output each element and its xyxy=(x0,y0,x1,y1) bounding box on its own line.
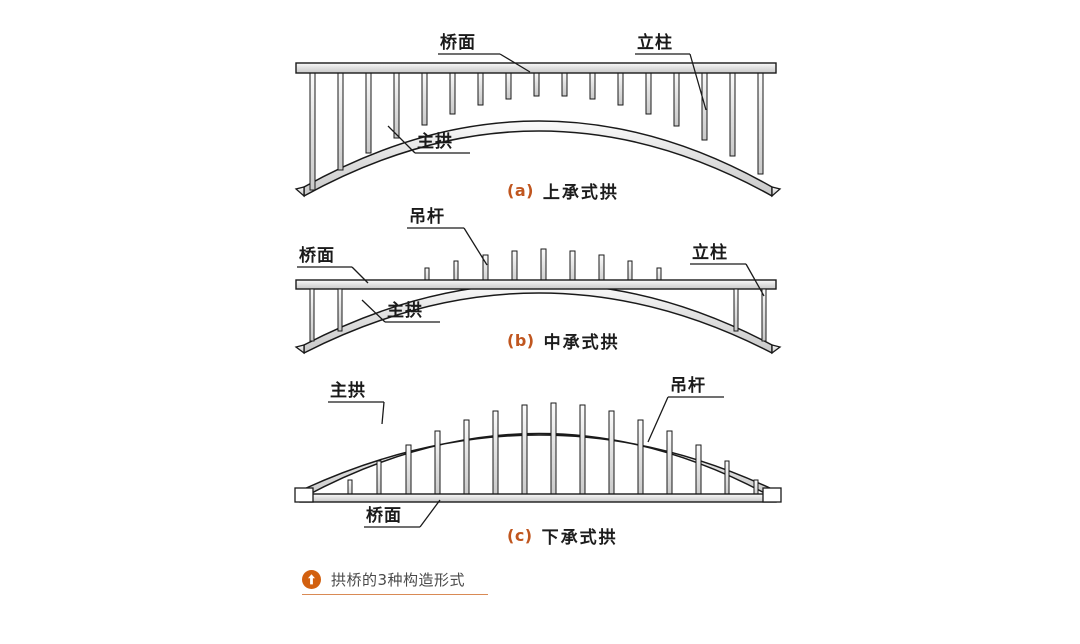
diagram-a-label-main-arch: 主拱 xyxy=(387,125,470,154)
subcaption-c-title: 下承式拱 xyxy=(541,528,618,548)
subcaption-b: (b) 中承式拱 xyxy=(507,328,620,353)
diagram-c-hangers xyxy=(347,402,759,498)
diagram-b-label-column: 立柱 xyxy=(690,242,765,297)
subcaption-b-title: 中承式拱 xyxy=(543,333,620,353)
label-text-deck-c: 桥面 xyxy=(366,506,402,526)
subcaption-c-index: (c) xyxy=(507,526,533,545)
diagram-a-abutments xyxy=(294,186,782,198)
diagram-c-label-main-arch: 主拱 xyxy=(328,380,385,425)
label-text-main-arch-c: 主拱 xyxy=(330,380,366,401)
subcaption-c: (c) 下承式拱 xyxy=(507,523,618,548)
label-text-main-arch-b: 主拱 xyxy=(387,300,423,321)
diagram-a-label-column: 立柱 xyxy=(635,32,707,111)
diagram-c-deck xyxy=(299,493,777,503)
subcaption-b-index: (b) xyxy=(507,331,535,350)
diagram-a-deck-arch: 桥面 立柱 主拱 xyxy=(294,32,782,198)
label-text-column-b: 立柱 xyxy=(692,242,728,263)
label-text-deck-a: 桥面 xyxy=(440,33,476,53)
diagram-c-label-deck: 桥面 xyxy=(364,499,441,528)
label-text-hanger-b: 吊杆 xyxy=(409,207,445,227)
diagram-a-label-deck: 桥面 xyxy=(438,33,531,73)
diagram-c-label-hanger: 吊杆 xyxy=(647,376,724,443)
diagram-b-deck xyxy=(295,279,777,290)
diagram-b-columns xyxy=(309,288,767,342)
diagram-a-deck xyxy=(295,62,777,74)
diagram-b-half-through-arch: 吊杆 桥面 主拱 立柱 xyxy=(294,207,782,355)
circle-up-arrow-icon xyxy=(302,570,321,589)
diagram-c-through-arch: 主拱 吊杆 桥面 xyxy=(294,376,782,528)
subcaption-a-title: 上承式拱 xyxy=(542,183,619,203)
label-text-main-arch-a: 主拱 xyxy=(417,131,453,152)
diagram-c-main-arch xyxy=(303,432,773,498)
diagram-c-springing-blocks xyxy=(294,487,782,503)
diagram-b-abutments xyxy=(294,344,782,355)
diagram-b-label-deck: 桥面 xyxy=(297,246,369,284)
subcaption-a: (a) 上承式拱 xyxy=(507,178,619,203)
diagram-b-label-main-arch: 主拱 xyxy=(361,299,440,323)
label-text-hanger-c: 吊杆 xyxy=(670,376,706,396)
subcaption-a-index: (a) xyxy=(507,181,534,200)
figure-caption-label: 拱桥的3种构造形式 xyxy=(331,571,466,589)
label-text-deck-b: 桥面 xyxy=(299,246,335,266)
diagram-b-label-hanger: 吊杆 xyxy=(407,207,488,266)
figure-caption: 拱桥的3种构造形式 xyxy=(302,569,488,595)
label-text-column-a: 立柱 xyxy=(637,32,673,53)
